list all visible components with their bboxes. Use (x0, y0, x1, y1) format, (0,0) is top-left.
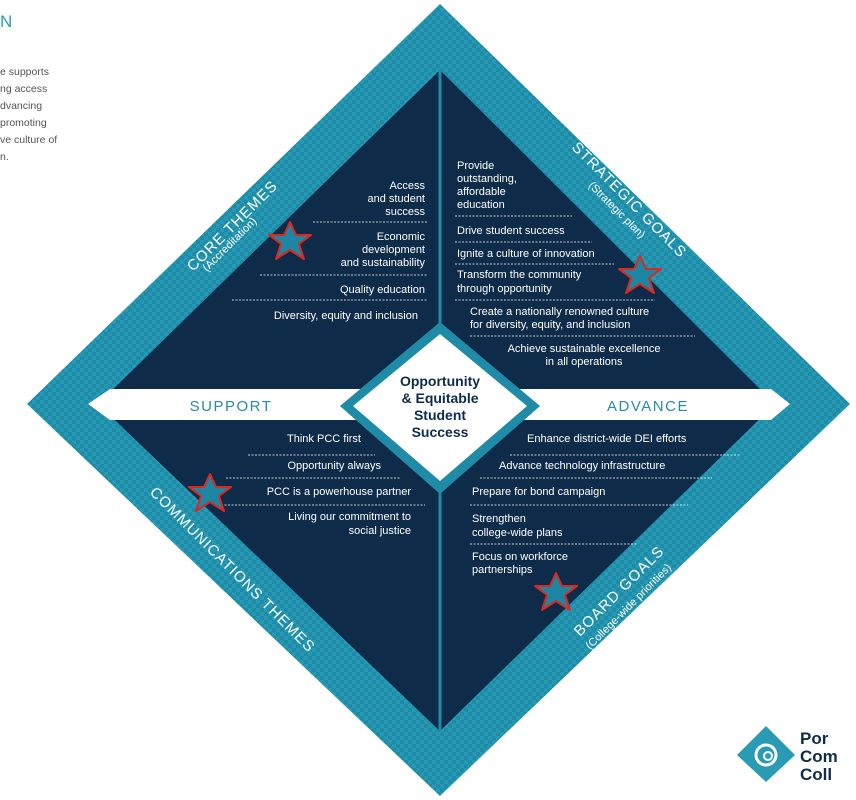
list-item: through opportunity (457, 283, 552, 295)
center-diamond (353, 334, 527, 481)
list-item: Strengthen (472, 513, 526, 525)
center-text-line: Student (414, 407, 466, 423)
list-item: Quality education (340, 284, 425, 296)
list-item: college-wide plans (472, 527, 563, 539)
center-text-line: Opportunity (400, 373, 480, 389)
list-item: outstanding, (457, 173, 517, 185)
list-item: affordable (457, 186, 506, 198)
list-item: Access (390, 180, 426, 192)
list-item: Advance technology infrastructure (499, 460, 665, 472)
logo-mark-icon (737, 726, 795, 782)
list-item: education (457, 199, 505, 211)
list-item: Drive student success (457, 225, 565, 237)
list-item: for diversity, equity, and inclusion (470, 319, 630, 331)
star-markers (188, 221, 662, 611)
list-item: Prepare for bond campaign (472, 486, 605, 498)
left-cut-line: ng access (0, 83, 48, 95)
list-item: Economic (377, 231, 426, 243)
list-item: Achieve sustainable excellence (508, 343, 661, 355)
list-item: Ignite a culture of innovation (457, 248, 595, 260)
list-item: and sustainability (341, 257, 426, 269)
list-item: in all operations (545, 356, 623, 368)
list-item: development (362, 244, 425, 256)
strategic-goals-list: Provide outstanding, affordable educatio… (455, 160, 695, 368)
star-icon (618, 255, 662, 294)
left-cut-line: promoting (0, 117, 47, 129)
left-cut-line: dvancing (0, 100, 43, 112)
left-cut-line: e supports (0, 66, 50, 78)
list-item: social justice (349, 525, 411, 537)
star-icon (188, 473, 232, 512)
logo-text-line: Coll (800, 765, 832, 784)
center-text-line: Success (412, 424, 469, 440)
star-icon (534, 572, 578, 611)
board-goals-list: Enhance district-wide DEI efforts Advanc… (470, 433, 740, 576)
list-item: success (385, 206, 425, 218)
left-cut-line: n. (0, 151, 9, 163)
center-text-line: & Equitable (401, 390, 478, 406)
list-item: Focus on workforce (472, 551, 568, 563)
logo-text-line: Por (800, 729, 829, 748)
pcc-logo: Por Com Coll (737, 726, 838, 784)
logo-swirl-icon (754, 743, 778, 767)
logo-text-line: Com (800, 747, 838, 766)
advance-label: ADVANCE (607, 398, 689, 415)
star-icon (268, 221, 312, 260)
list-item: Transform the community (457, 269, 582, 281)
list-item: and student (368, 193, 426, 205)
list-item: Diversity, equity and inclusion (274, 310, 418, 322)
list-item: PCC is a powerhouse partner (267, 486, 412, 498)
list-item: Create a nationally renowned culture (470, 306, 649, 318)
communications-themes-list: Think PCC first Opportunity always PCC i… (214, 433, 425, 537)
support-label: SUPPORT (190, 398, 273, 415)
list-item: Opportunity always (287, 460, 381, 472)
core-themes-list: Access and student success Economic deve… (232, 180, 428, 322)
list-item: Think PCC first (287, 433, 361, 445)
list-item: Provide (457, 160, 494, 172)
left-cut-paragraph: e supports ng access dvancing promoting … (0, 64, 80, 166)
left-cut-line: ve culture of (0, 134, 58, 146)
list-item: Living our commitment to (288, 511, 411, 523)
left-cut-heading: N (0, 12, 14, 31)
list-item: partnerships (472, 564, 533, 576)
list-item: Enhance district-wide DEI efforts (527, 433, 687, 445)
